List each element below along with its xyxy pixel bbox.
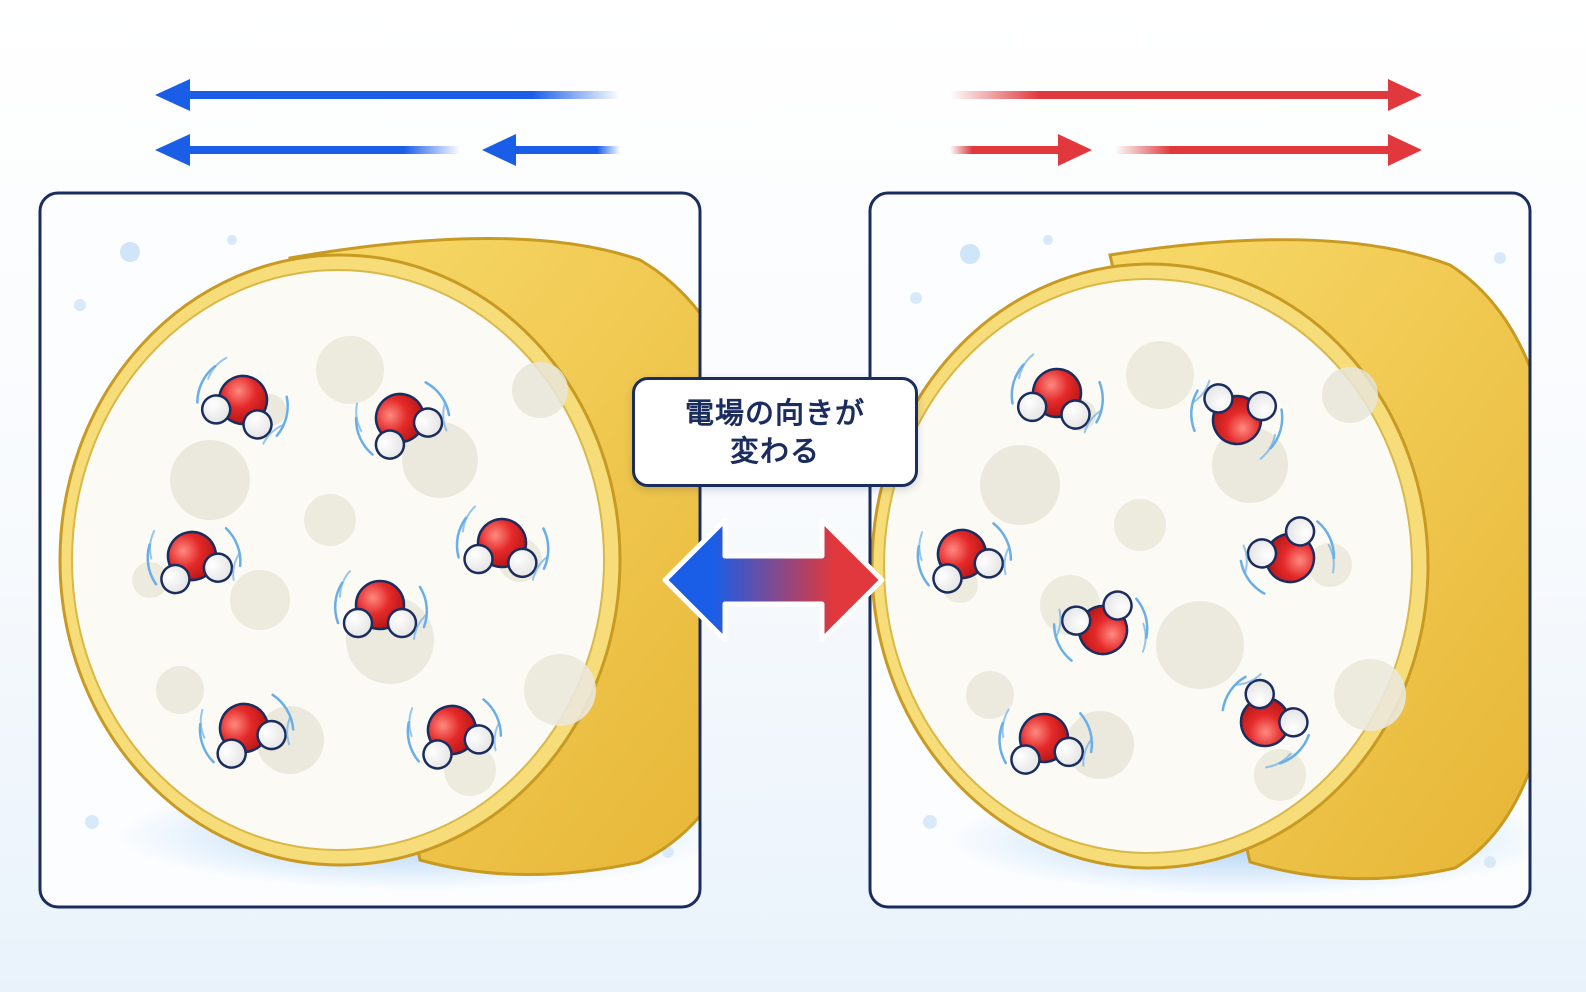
panel-left — [38, 191, 702, 909]
left-arrow-icon — [482, 134, 620, 166]
label-line-1: 電場の向きが — [684, 396, 865, 430]
right-arrow-icon — [950, 134, 1092, 166]
cheese-left — [58, 237, 700, 877]
field-arrows-right — [950, 79, 1422, 166]
left-arrow-icon — [155, 79, 620, 111]
right-arrow-icon — [1115, 134, 1422, 166]
right-arrow-icon — [950, 79, 1422, 111]
label-line-2: 変わる — [729, 434, 820, 468]
panel-right — [868, 191, 1532, 909]
field-arrows-left — [155, 79, 620, 166]
left-arrow-icon — [155, 134, 460, 166]
double-headed-arrow-icon — [662, 517, 885, 643]
field-change-label: 電場の向きが 変わる — [632, 377, 918, 487]
